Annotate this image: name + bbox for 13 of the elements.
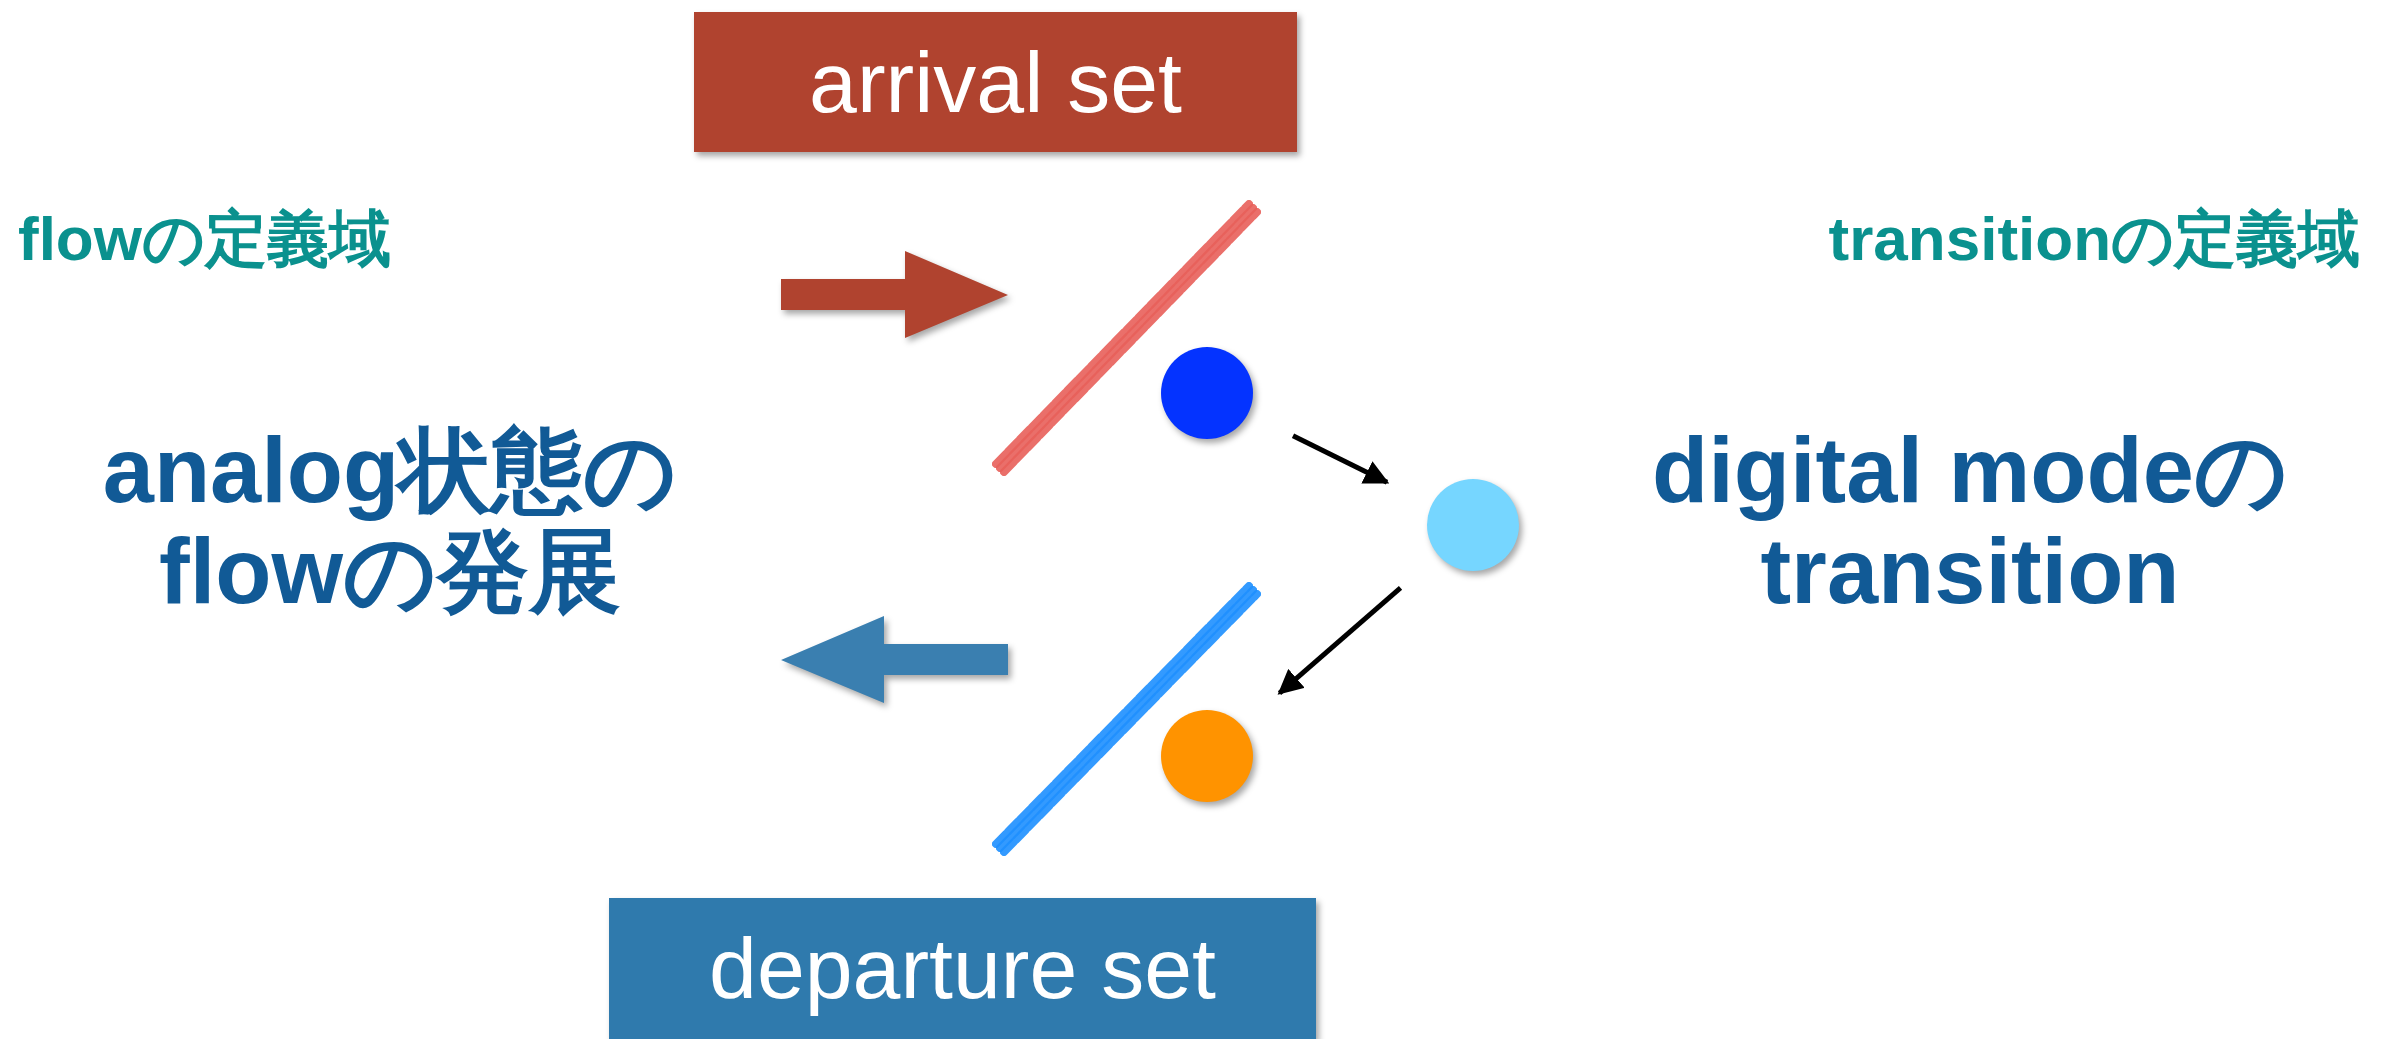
heading-text: digital modeのtransition [1651,420,2289,623]
domain-label: transitionの定義域 [1827,205,2360,274]
dot [1161,710,1253,802]
title-banner [609,898,1316,1039]
domain-label: flowの定義域 [18,205,392,274]
arrow [1291,433,1390,485]
dot [1161,347,1253,439]
banner-text: departure set [709,919,1216,1018]
heading-text: analog状態のflowの発展 [101,420,679,623]
title-banner [694,12,1297,152]
banner-text: arrival set [809,32,1182,132]
arrow [1277,586,1403,695]
dot [1427,479,1519,571]
